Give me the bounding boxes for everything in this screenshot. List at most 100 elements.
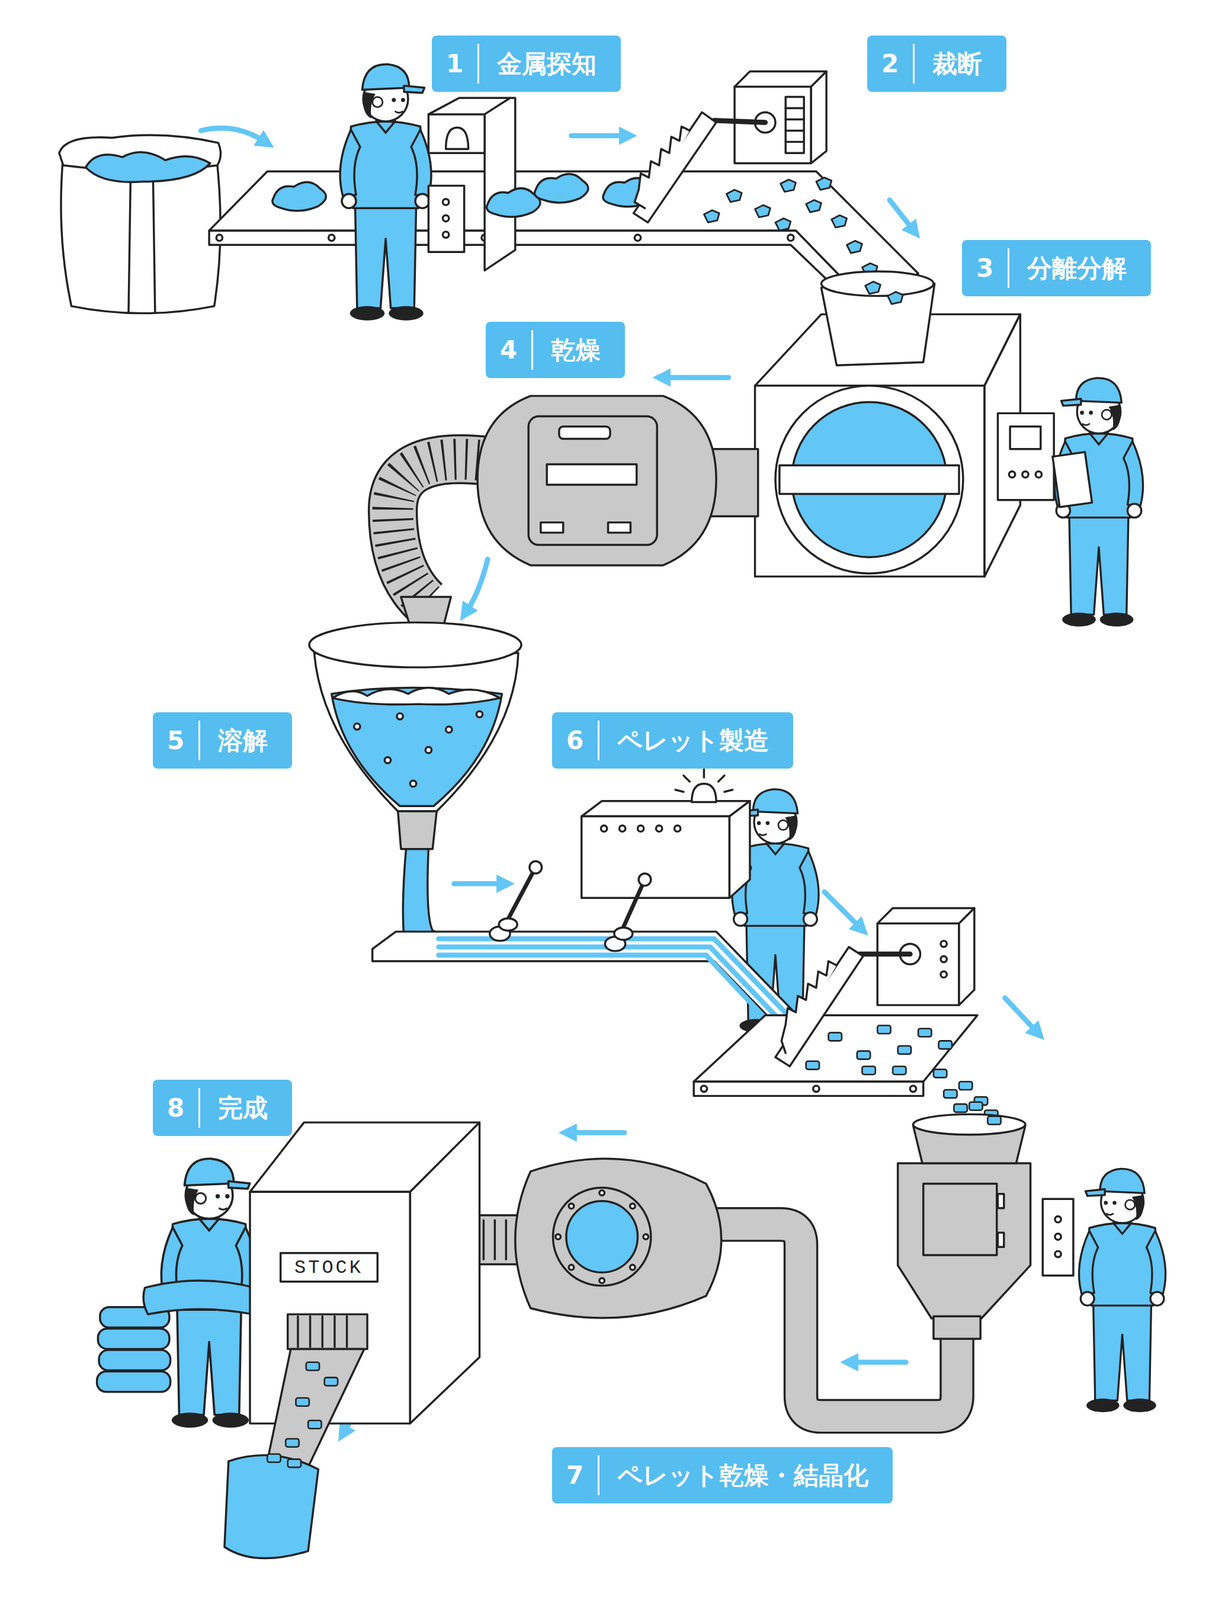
washing-machine-part xyxy=(821,271,934,296)
melting-funnel-part xyxy=(476,710,483,717)
pellet-cutter-part xyxy=(892,1065,906,1074)
pellet-cutter-part xyxy=(959,1081,973,1090)
strand-tray-part xyxy=(529,860,543,874)
fabric-stack-part xyxy=(97,1370,171,1391)
washing-machine xyxy=(755,271,1055,577)
melting-funnel-part xyxy=(398,810,437,849)
step-title: 金属探知 xyxy=(477,43,617,84)
pellet-cutter-part xyxy=(877,908,975,924)
melting-funnel-part xyxy=(409,780,416,787)
crystallizer-part xyxy=(898,1162,1031,1318)
flow-arrows-part xyxy=(467,559,488,611)
stock-box-part xyxy=(297,1315,348,1347)
conveyor-belt-part xyxy=(216,234,223,241)
melting-funnel-part xyxy=(309,621,522,667)
melting-funnel-part xyxy=(425,746,432,753)
pellet-cutter-part xyxy=(938,1040,952,1049)
cut-pieces-part xyxy=(775,217,791,231)
worker-figure xyxy=(1079,1168,1166,1412)
stock-box xyxy=(224,1121,480,1558)
pellet-cutter-part xyxy=(861,1065,875,1074)
melting-funnel-part xyxy=(446,726,452,733)
crystallizer-part xyxy=(997,1193,1004,1208)
pellet-cutter-part xyxy=(858,951,910,957)
folded-fabric xyxy=(143,1280,258,1314)
cut-pieces-part xyxy=(806,200,822,213)
melting-funnel-part xyxy=(354,723,361,730)
fabric-pieces-part xyxy=(486,188,541,217)
step-title: 分離分解 xyxy=(1007,248,1147,288)
washing-machine-part xyxy=(997,412,1054,500)
step-label-box: 6ペレット製造 xyxy=(552,712,794,769)
flow-arrows-part xyxy=(453,880,502,887)
pellet-console-part xyxy=(581,800,750,817)
step-number: 8 xyxy=(152,1079,199,1136)
fabric-sack-part xyxy=(128,175,156,313)
cutter-machine xyxy=(633,71,827,223)
fabric-pieces-part xyxy=(534,174,589,203)
step-title: ペレット乾燥・結晶化 xyxy=(597,1454,889,1495)
stock-box-part xyxy=(324,1377,338,1386)
washing-machine-part xyxy=(755,385,986,577)
step-title: 溶解 xyxy=(198,720,288,760)
cutter-machine-part xyxy=(634,126,690,209)
crystallizer-part xyxy=(969,1101,983,1111)
pellet-cutter-part xyxy=(877,922,960,1005)
flow-arrows-part xyxy=(852,1358,907,1365)
stock-box-part xyxy=(308,1419,322,1429)
pellet-cutter-part xyxy=(898,1045,912,1054)
flow-arrows-part xyxy=(571,133,625,139)
pellet-cutter-part xyxy=(940,955,947,962)
strand-tray-part xyxy=(638,873,651,886)
strand-tray-part xyxy=(372,931,815,1041)
washing-machine-part xyxy=(1035,471,1042,478)
stock-box-part xyxy=(224,1454,319,1558)
pellet-cutter-part xyxy=(775,946,864,1066)
washing-machine-part xyxy=(1008,471,1015,478)
pellet-cutter-part xyxy=(940,940,947,947)
dryer-part xyxy=(608,522,631,533)
fabric-stack xyxy=(97,1306,171,1392)
cutter-machine-part xyxy=(734,86,811,163)
pellet-console xyxy=(581,768,750,898)
stock-box-part xyxy=(287,1313,368,1349)
melting-funnel-part xyxy=(384,757,391,763)
conveyor-belt-part xyxy=(209,230,868,319)
crystallizer-sphere-part xyxy=(643,1233,649,1240)
strand-tray-part xyxy=(498,918,518,931)
pellet-console-part xyxy=(729,800,750,899)
fabric-sack-part xyxy=(85,152,211,182)
pellet-cutter-part xyxy=(806,1060,820,1070)
metal-detector-part xyxy=(428,185,464,252)
melting-funnel-part xyxy=(331,687,503,807)
crystallizer-part xyxy=(923,1182,997,1255)
pellet-console-part xyxy=(581,816,730,899)
step-label-box: 3分離分解 xyxy=(961,239,1151,297)
stock-box-part xyxy=(267,1453,281,1462)
step-title: ペレット製造 xyxy=(597,720,790,760)
pellet-cutter-part xyxy=(953,1103,967,1112)
pellet-cutter xyxy=(693,908,998,1119)
fabric-sack xyxy=(59,135,221,314)
flow-arrows-part xyxy=(824,891,860,927)
crystallizer-sphere-part xyxy=(515,1158,722,1318)
dryer-part xyxy=(559,426,611,439)
pellet-cutter-part xyxy=(940,970,947,977)
flow-arrows-part xyxy=(571,1129,625,1135)
dryer-part xyxy=(528,416,657,545)
cutter-machine-part xyxy=(810,71,827,164)
crystallizer-part xyxy=(997,1232,1004,1247)
pellet-console-part xyxy=(637,825,644,832)
step-label-box: 1金属探知 xyxy=(431,35,621,92)
crystallizer-part xyxy=(943,1089,957,1098)
washing-machine-part xyxy=(775,385,964,574)
melting-funnel-part xyxy=(313,652,518,811)
washing-machine-part xyxy=(779,465,960,494)
metal-detector-part xyxy=(443,215,450,221)
crystallizer-sphere-part xyxy=(555,1233,561,1240)
step-title: 完成 xyxy=(198,1087,288,1128)
strand-tray-part xyxy=(438,954,782,1036)
worker-figure xyxy=(340,63,432,320)
fabric-pieces-part xyxy=(272,181,326,211)
